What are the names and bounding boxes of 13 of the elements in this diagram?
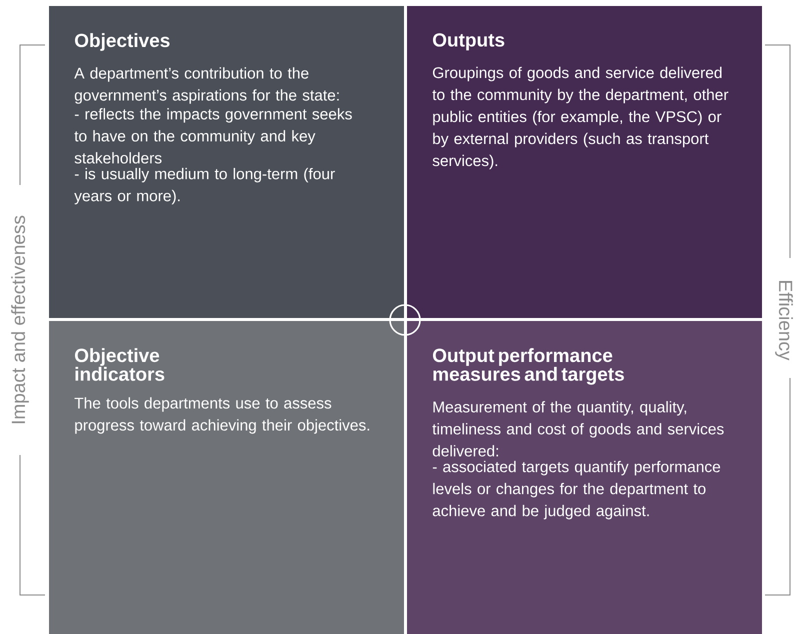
- bullet-text: - is usually medium to long-term (four years or more).: [74, 168, 335, 204]
- side-label: Efficiency: [775, 281, 793, 360]
- side-label: Impact and effectiveness: [11, 216, 29, 424]
- panel-text: Groupings of goods and service delivered to the community by the department, other public entities (for example, the VPSC) or by external providers (such as transport services).: [432, 66, 728, 170]
- panel-text: Measurement of the quantity, quality, timeliness and cost of goods and services delivered:: [432, 401, 724, 456]
- panel-heading: Objective indicators: [75, 348, 164, 381]
- bullet-text: - associated targets quantify performance levels or changes for the department to achieve and be judged against.: [432, 460, 720, 520]
- panel-text: A department’s contribution to the government’s aspirations for the state:: [74, 67, 339, 104]
- bullet-text: - reflects the impacts government seeks to have on the community and key stakeholders: [74, 108, 352, 164]
- panel-text: The tools departments use to assess progress toward achieving their objectives.: [74, 397, 370, 434]
- panel-heading: Output performance measures and targets: [433, 348, 624, 385]
- panel-heading: Outputs: [433, 33, 504, 50]
- panel-heading: Objectives: [75, 33, 170, 51]
